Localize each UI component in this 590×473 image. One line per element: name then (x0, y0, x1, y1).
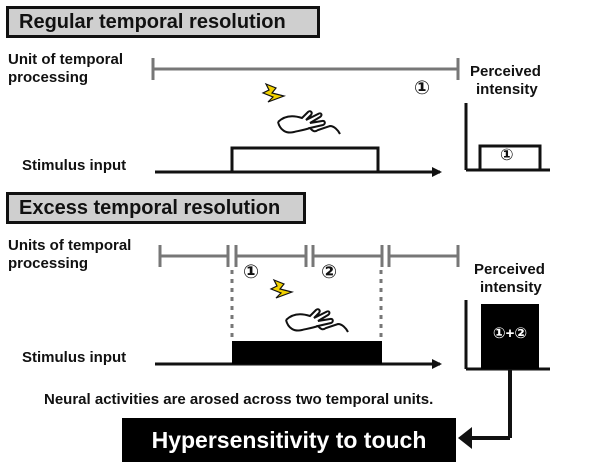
top-section-header: Regular temporal resolution (6, 6, 320, 38)
top-perceived-label-line1: Perceived (470, 63, 541, 80)
conclusion-banner: Hypersensitivity to touch (122, 418, 456, 462)
bottom-perceived-label-line2: intensity (480, 279, 542, 296)
top-hand-icon (277, 110, 341, 135)
bottom-stimulus-label: Stimulus input (22, 349, 127, 366)
bottom-stimulus-pulse (232, 341, 382, 364)
bottom-perceived-box-text: ①+② (492, 325, 528, 342)
bottom-unit-bars (158, 245, 460, 267)
top-perceived-box-marker: ① (500, 147, 514, 164)
bottom-hand-icon (285, 308, 349, 333)
bottom-units-label-line2: processing (8, 255, 89, 272)
bottom-unit-marker-1: ① (243, 262, 260, 283)
top-perceived-label-line2: intensity (476, 81, 538, 98)
top-unit-marker: ① (414, 78, 431, 99)
top-stimulus-label: Stimulus input (22, 157, 127, 174)
bottom-section-header: Excess temporal resolution (6, 192, 306, 224)
bottom-unit-marker-2: ② (321, 262, 338, 283)
bottom-perceived-label-line1: Perceived (474, 261, 545, 278)
top-stimulus-pulse (230, 146, 380, 174)
top-lightning-icon (261, 82, 287, 103)
bottom-perceived-box (481, 304, 539, 369)
top-unit-label-line2: processing (8, 69, 89, 86)
bottom-lightning-icon (269, 278, 295, 299)
neural-activity-note: Neural activities are arosed across two … (44, 391, 434, 408)
connector-arrow (458, 369, 512, 449)
bottom-units-label-line1: Units of temporal (8, 237, 132, 254)
top-unit-bar (151, 58, 460, 80)
bottom-dotted-guides (230, 270, 383, 340)
top-perceived-box (478, 144, 542, 172)
top-unit-label-line1: Unit of temporal (8, 51, 123, 68)
